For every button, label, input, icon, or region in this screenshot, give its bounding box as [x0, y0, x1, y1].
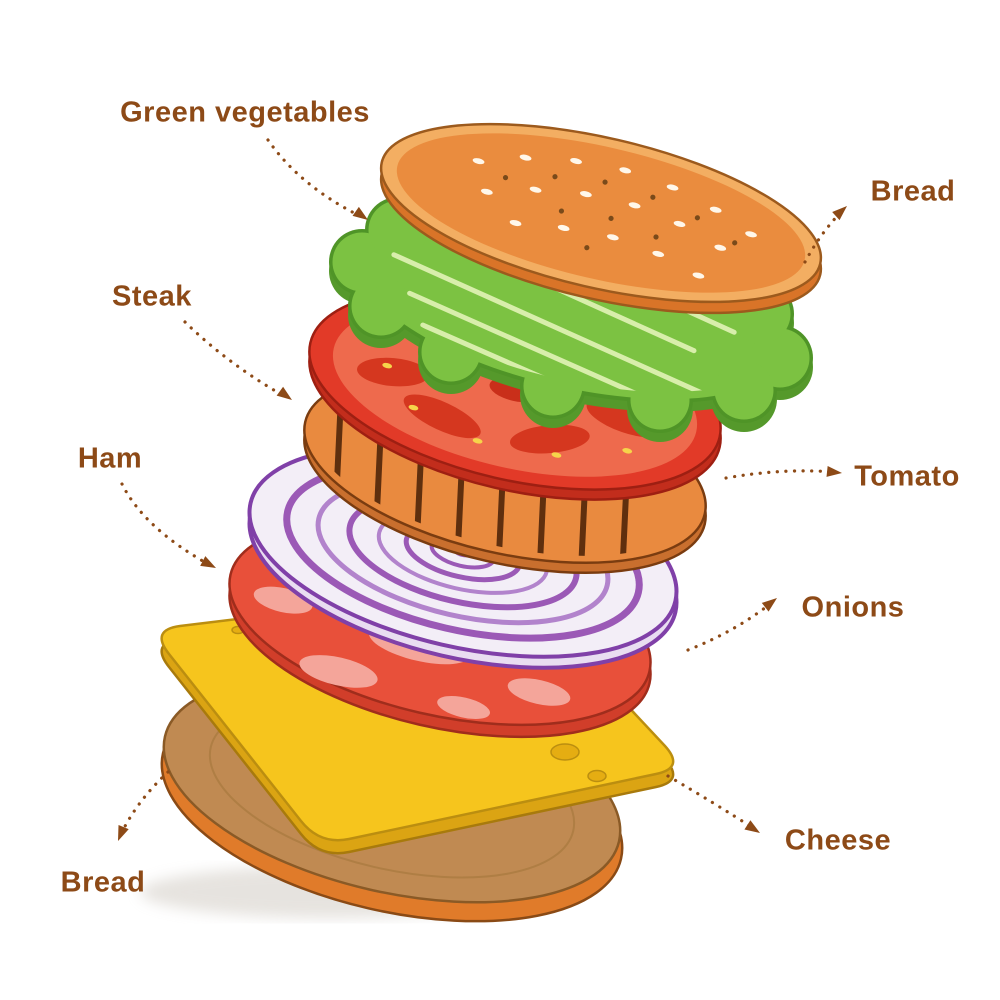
arrow-ham	[120, 482, 216, 568]
label-tomato: Tomato	[854, 460, 960, 493]
label-green-vegetables: Green vegetables	[120, 96, 370, 129]
bun-speckles	[502, 174, 738, 251]
sesame-seeds	[472, 154, 757, 279]
arrow-bread-bottom	[118, 770, 170, 841]
bread-top-layer	[379, 122, 823, 315]
label-bread-bottom: Bread	[60, 866, 146, 899]
arrow-tomato	[724, 465, 842, 480]
arrow-bread-top	[803, 206, 847, 264]
arrow-steak	[183, 320, 292, 400]
label-cheese: Cheese	[784, 824, 892, 857]
label-bread-top: Bread	[870, 175, 956, 208]
label-steak: Steak	[112, 280, 192, 313]
arrow-cheese	[666, 774, 760, 833]
arrow-green-vegetables	[266, 138, 368, 220]
label-ham: Ham	[77, 442, 143, 475]
arrow-onions	[686, 598, 777, 652]
label-onions: Onions	[801, 591, 905, 624]
